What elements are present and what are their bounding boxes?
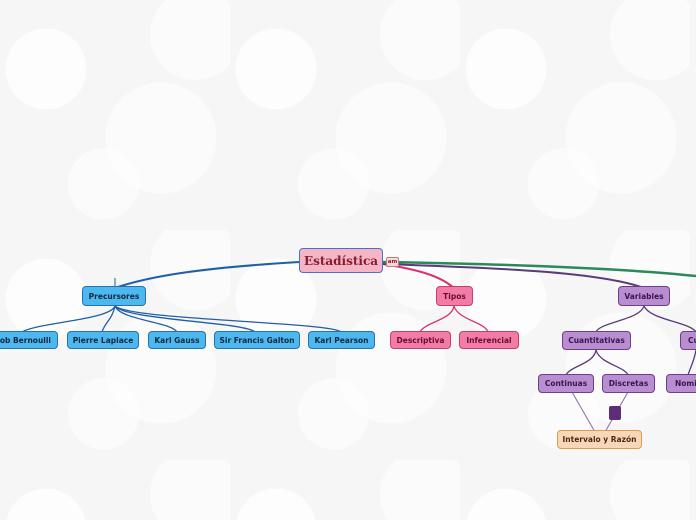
- node-continuas[interactable]: Continuas: [538, 374, 594, 393]
- node-karl-pearson[interactable]: Karl Pearson: [308, 331, 375, 349]
- link-root-variables: [382, 263, 645, 289]
- node-inferencial[interactable]: Inferencial: [459, 331, 519, 349]
- node-karl-gauss[interactable]: Karl Gauss: [148, 331, 206, 349]
- node-pierre-laplace[interactable]: Pierre Laplace: [67, 331, 139, 349]
- node-intervalo-y-razon[interactable]: Intervalo y Razón: [557, 430, 642, 449]
- link-root-precursores: [114, 261, 300, 289]
- root-node-estadistica[interactable]: Estadística: [299, 248, 383, 273]
- node-nominal-partial[interactable]: Nomi: [666, 374, 696, 393]
- node-cualitativas-partial[interactable]: Cu: [680, 331, 696, 350]
- node-sir-francis-galton[interactable]: Sir Francis Galton: [214, 331, 300, 349]
- node-discretas[interactable]: Discretas: [602, 374, 655, 393]
- link-root-tipos: [382, 263, 455, 289]
- node-descriptiva[interactable]: Descriptiva: [390, 331, 451, 349]
- node-variables[interactable]: Variables: [618, 286, 670, 306]
- node-tipos[interactable]: Tipos: [436, 286, 473, 306]
- connector-marker[interactable]: [609, 406, 621, 420]
- note-badge[interactable]: am: [386, 257, 399, 267]
- link-root-offscreen: [382, 260, 696, 278]
- node-precursores[interactable]: Precursores: [82, 286, 146, 306]
- node-cuantitativas[interactable]: Cuantitativas: [562, 331, 631, 350]
- node-jacob-bernoulli[interactable]: Jacob Bernoulli: [0, 331, 58, 349]
